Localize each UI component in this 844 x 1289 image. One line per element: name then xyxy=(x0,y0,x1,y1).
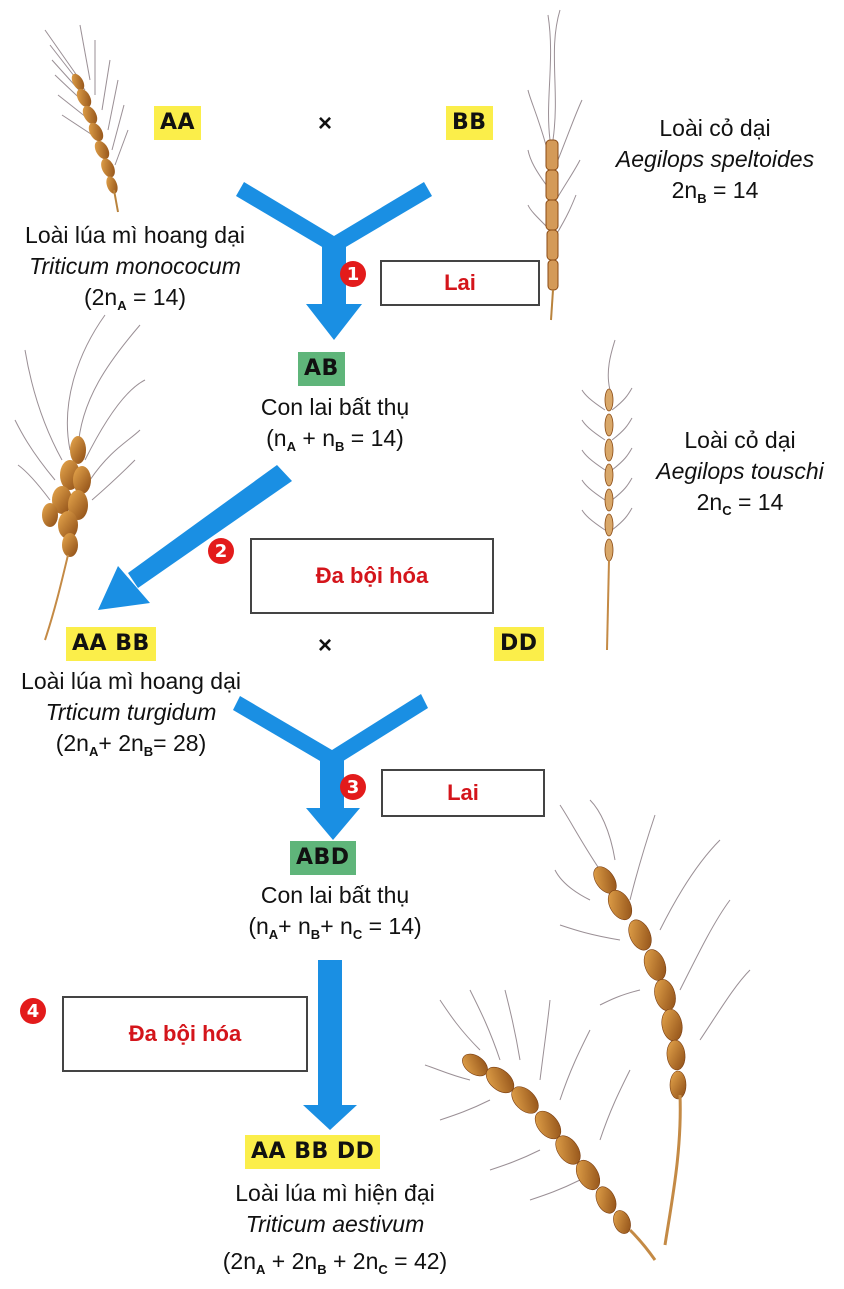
chromosome-formula: 2nB = 14 xyxy=(671,177,759,206)
species-scientific-name: Aegilops touschi xyxy=(656,458,824,484)
step-box-hybridization-1: Lai xyxy=(380,260,540,306)
step-box-polyploidization-2: Đa bội hóa xyxy=(250,538,494,614)
genotype-aabb: AA BB xyxy=(66,627,156,661)
step-box-polyploidization-4: Đa bội hóa xyxy=(62,996,308,1072)
genotype-dd: DD xyxy=(494,627,544,661)
species-label-speltoides: Loài cỏ dại Aegilops speltoides 2nB = 14 xyxy=(600,113,830,214)
genotype-abd: ABD xyxy=(290,841,356,875)
species-common-name: Loài lúa mì hiện đại xyxy=(235,1180,435,1206)
wheat-turgidum-illustration xyxy=(14,314,146,641)
genotype-ab: AB xyxy=(298,352,345,386)
arrow-polyploidization-2 xyxy=(98,465,292,610)
wheat-touschi-illustration xyxy=(581,339,633,651)
wheat-monococum-illustration xyxy=(44,24,129,213)
species-label-touschi: Loài cỏ dại Aegilops touschi 2nC = 14 xyxy=(640,425,840,526)
species-label-turgidum: Loài lúa mì hoang dại Trticum turgidum (… xyxy=(0,666,262,767)
species-common-name: Loài cỏ dại xyxy=(659,115,771,141)
genotype-aabbdd: AA BB DD xyxy=(245,1135,381,1169)
chromosome-formula: (2nA + 2nB + 2nC = 42) xyxy=(222,1248,448,1277)
species-label-aestivum: Loài lúa mì hiện đại Triticum aestivum (… xyxy=(180,1178,490,1285)
cross-symbol: × xyxy=(318,110,333,137)
chromosome-formula: (2nA+ 2nB= 28) xyxy=(55,730,207,759)
step-badge-3: 3 xyxy=(340,774,366,800)
species-label-monococum: Loài lúa mì hoang dại Triticum monococum… xyxy=(0,220,270,321)
step-box-hybridization-3: Lai xyxy=(381,769,545,817)
hybrid-label-1: Con lai bất thụ (nA + nB = 14) xyxy=(200,392,470,462)
hybrid-label-2: Con lai bất thụ (nA+ nB+ nC = 14) xyxy=(200,880,470,950)
hybrid-description: Con lai bất thụ xyxy=(260,394,410,420)
species-scientific-name: Triticum monococum xyxy=(29,253,241,279)
chromosome-formula: 2nC = 14 xyxy=(696,489,784,518)
arrow-polyploidization-4 xyxy=(303,960,357,1130)
genotype-bb: BB xyxy=(446,106,493,140)
step-badge-1: 1 xyxy=(340,261,366,287)
wheat-speltoides-illustration xyxy=(527,9,583,321)
species-common-name: Loài lúa mì hoang dại xyxy=(21,668,241,694)
species-scientific-name: Trticum turgidum xyxy=(45,699,217,725)
hybrid-description: Con lai bất thụ xyxy=(260,882,410,908)
species-common-name: Loài cỏ dại xyxy=(684,427,796,453)
species-scientific-name: Triticum aestivum xyxy=(245,1211,425,1237)
cross-symbol-2: × xyxy=(318,632,333,659)
step-badge-4: 4 xyxy=(20,998,46,1024)
step-badge-2: 2 xyxy=(208,538,234,564)
chromosome-formula: (2nA = 14) xyxy=(83,284,187,313)
arrow-hybridization-3 xyxy=(233,694,428,840)
genotype-aa: AA xyxy=(154,106,202,140)
chromosome-formula: (nA + nB = 14) xyxy=(266,425,404,454)
species-common-name: Loài lúa mì hoang dại xyxy=(25,222,245,248)
wheat-aestivum-illustration xyxy=(424,799,751,1261)
species-scientific-name: Aegilops speltoides xyxy=(615,146,815,172)
chromosome-formula: (nA+ nB+ nC = 14) xyxy=(248,913,422,942)
